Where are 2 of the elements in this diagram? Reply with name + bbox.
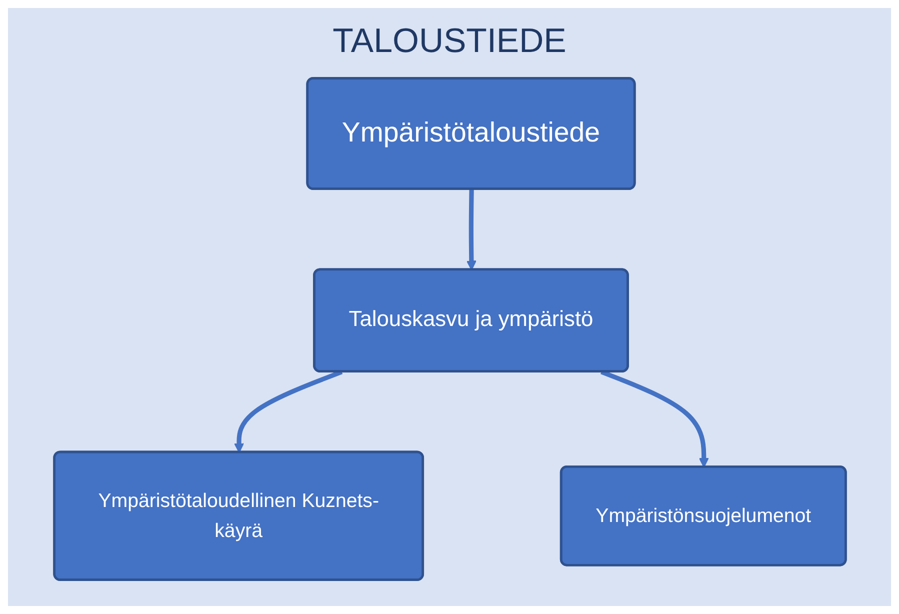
arrow (466, 189, 476, 270)
diagram-title: TALOUSTIEDE (332, 22, 566, 61)
